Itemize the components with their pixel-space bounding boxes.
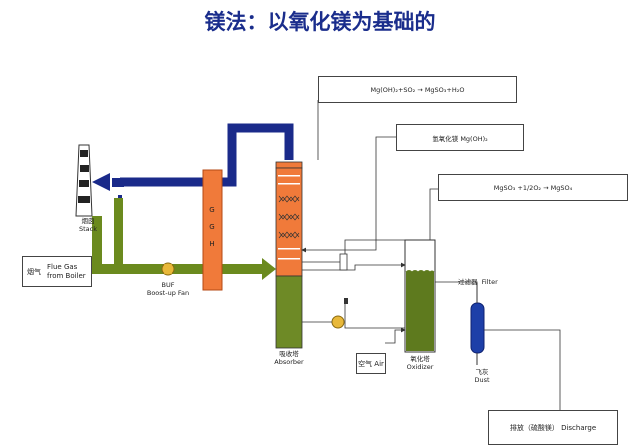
stack: [75, 144, 93, 217]
filter-label: 过滤器 Filter: [458, 278, 498, 286]
dust-label: 飞灰 Dust: [470, 368, 494, 384]
discharge-box: 排放（硫酸镁） Discharge: [488, 410, 618, 445]
dust-label-cn: 飞灰: [475, 368, 489, 376]
absorber-tower: [275, 161, 303, 349]
ggh-heat-exchanger: [202, 169, 223, 291]
stack-label-en: Stack: [79, 225, 97, 233]
oxidation-reaction-text: MgSO₃ +1/2O₂ → MgSO₄: [493, 183, 573, 192]
absorber-label: 吸收塔 Absorber: [270, 350, 308, 366]
discharge-label-cn: 排放（硫酸镁）: [509, 423, 559, 432]
absorber-label-cn: 吸收塔: [279, 350, 299, 358]
recirculation-pump: [302, 315, 345, 329]
stack-label-cn: 烟囱: [81, 217, 95, 225]
reagent-text: 氢氧化镁 Mg(OH)₂: [432, 134, 488, 143]
flue-gas-box: 烟气 Flue Gas from Boiler: [22, 256, 92, 287]
ggh-letter-1: G: [209, 206, 215, 214]
air-label-en: Air: [374, 359, 384, 368]
flue-gas-en-1: Flue Gas: [47, 262, 78, 271]
fan-label-cn: BUF: [161, 281, 175, 289]
ggh-letter-2: G: [209, 223, 215, 231]
stack-label: 烟囱 Stack: [76, 217, 100, 233]
absorber-label-en: Absorber: [274, 358, 304, 366]
reagent-box: 氢氧化镁 Mg(OH)₂: [396, 124, 524, 151]
oxidation-reaction-box: MgSO₃ +1/2O₂ → MgSO₄: [438, 174, 628, 201]
flue-gas-duct: [92, 198, 276, 280]
absorber-reaction-box: Mg(OH)₂+SO₂ → MgSO₃+H₂O: [318, 76, 517, 103]
discharge-label-en: Discharge: [561, 423, 597, 432]
flue-gas-cn: 烟气: [27, 267, 41, 276]
fan-label: BUF Boost-up Fan: [146, 281, 190, 297]
boost-up-fan: [161, 262, 175, 276]
filter-label-cn: 过滤器: [458, 278, 478, 286]
filter-vessel: [470, 283, 485, 365]
oxidizer-label: 氧化塔 Oxidizer: [400, 355, 440, 371]
page-title: 镁法：以氧化镁为基础的: [204, 10, 436, 34]
absorber-reaction-text: Mg(OH)₂+SO₂ → MgSO₃+H₂O: [370, 85, 465, 94]
air-label-cn: 空气: [358, 359, 373, 368]
oxidizer-tank: [404, 239, 436, 353]
fan-label-en: Boost-up Fan: [146, 289, 190, 297]
oxidizer-label-en: Oxidizer: [406, 363, 434, 371]
ggh-letter-3: H: [209, 240, 215, 248]
air-box: 空气 Air: [356, 353, 386, 374]
dust-label-en: Dust: [474, 376, 490, 384]
ggh-label: G G H: [206, 206, 218, 248]
flue-gas-en-2: from Boiler: [47, 271, 86, 280]
oxidizer-label-cn: 氧化塔: [410, 355, 430, 363]
filter-label-en: Filter: [481, 278, 498, 286]
